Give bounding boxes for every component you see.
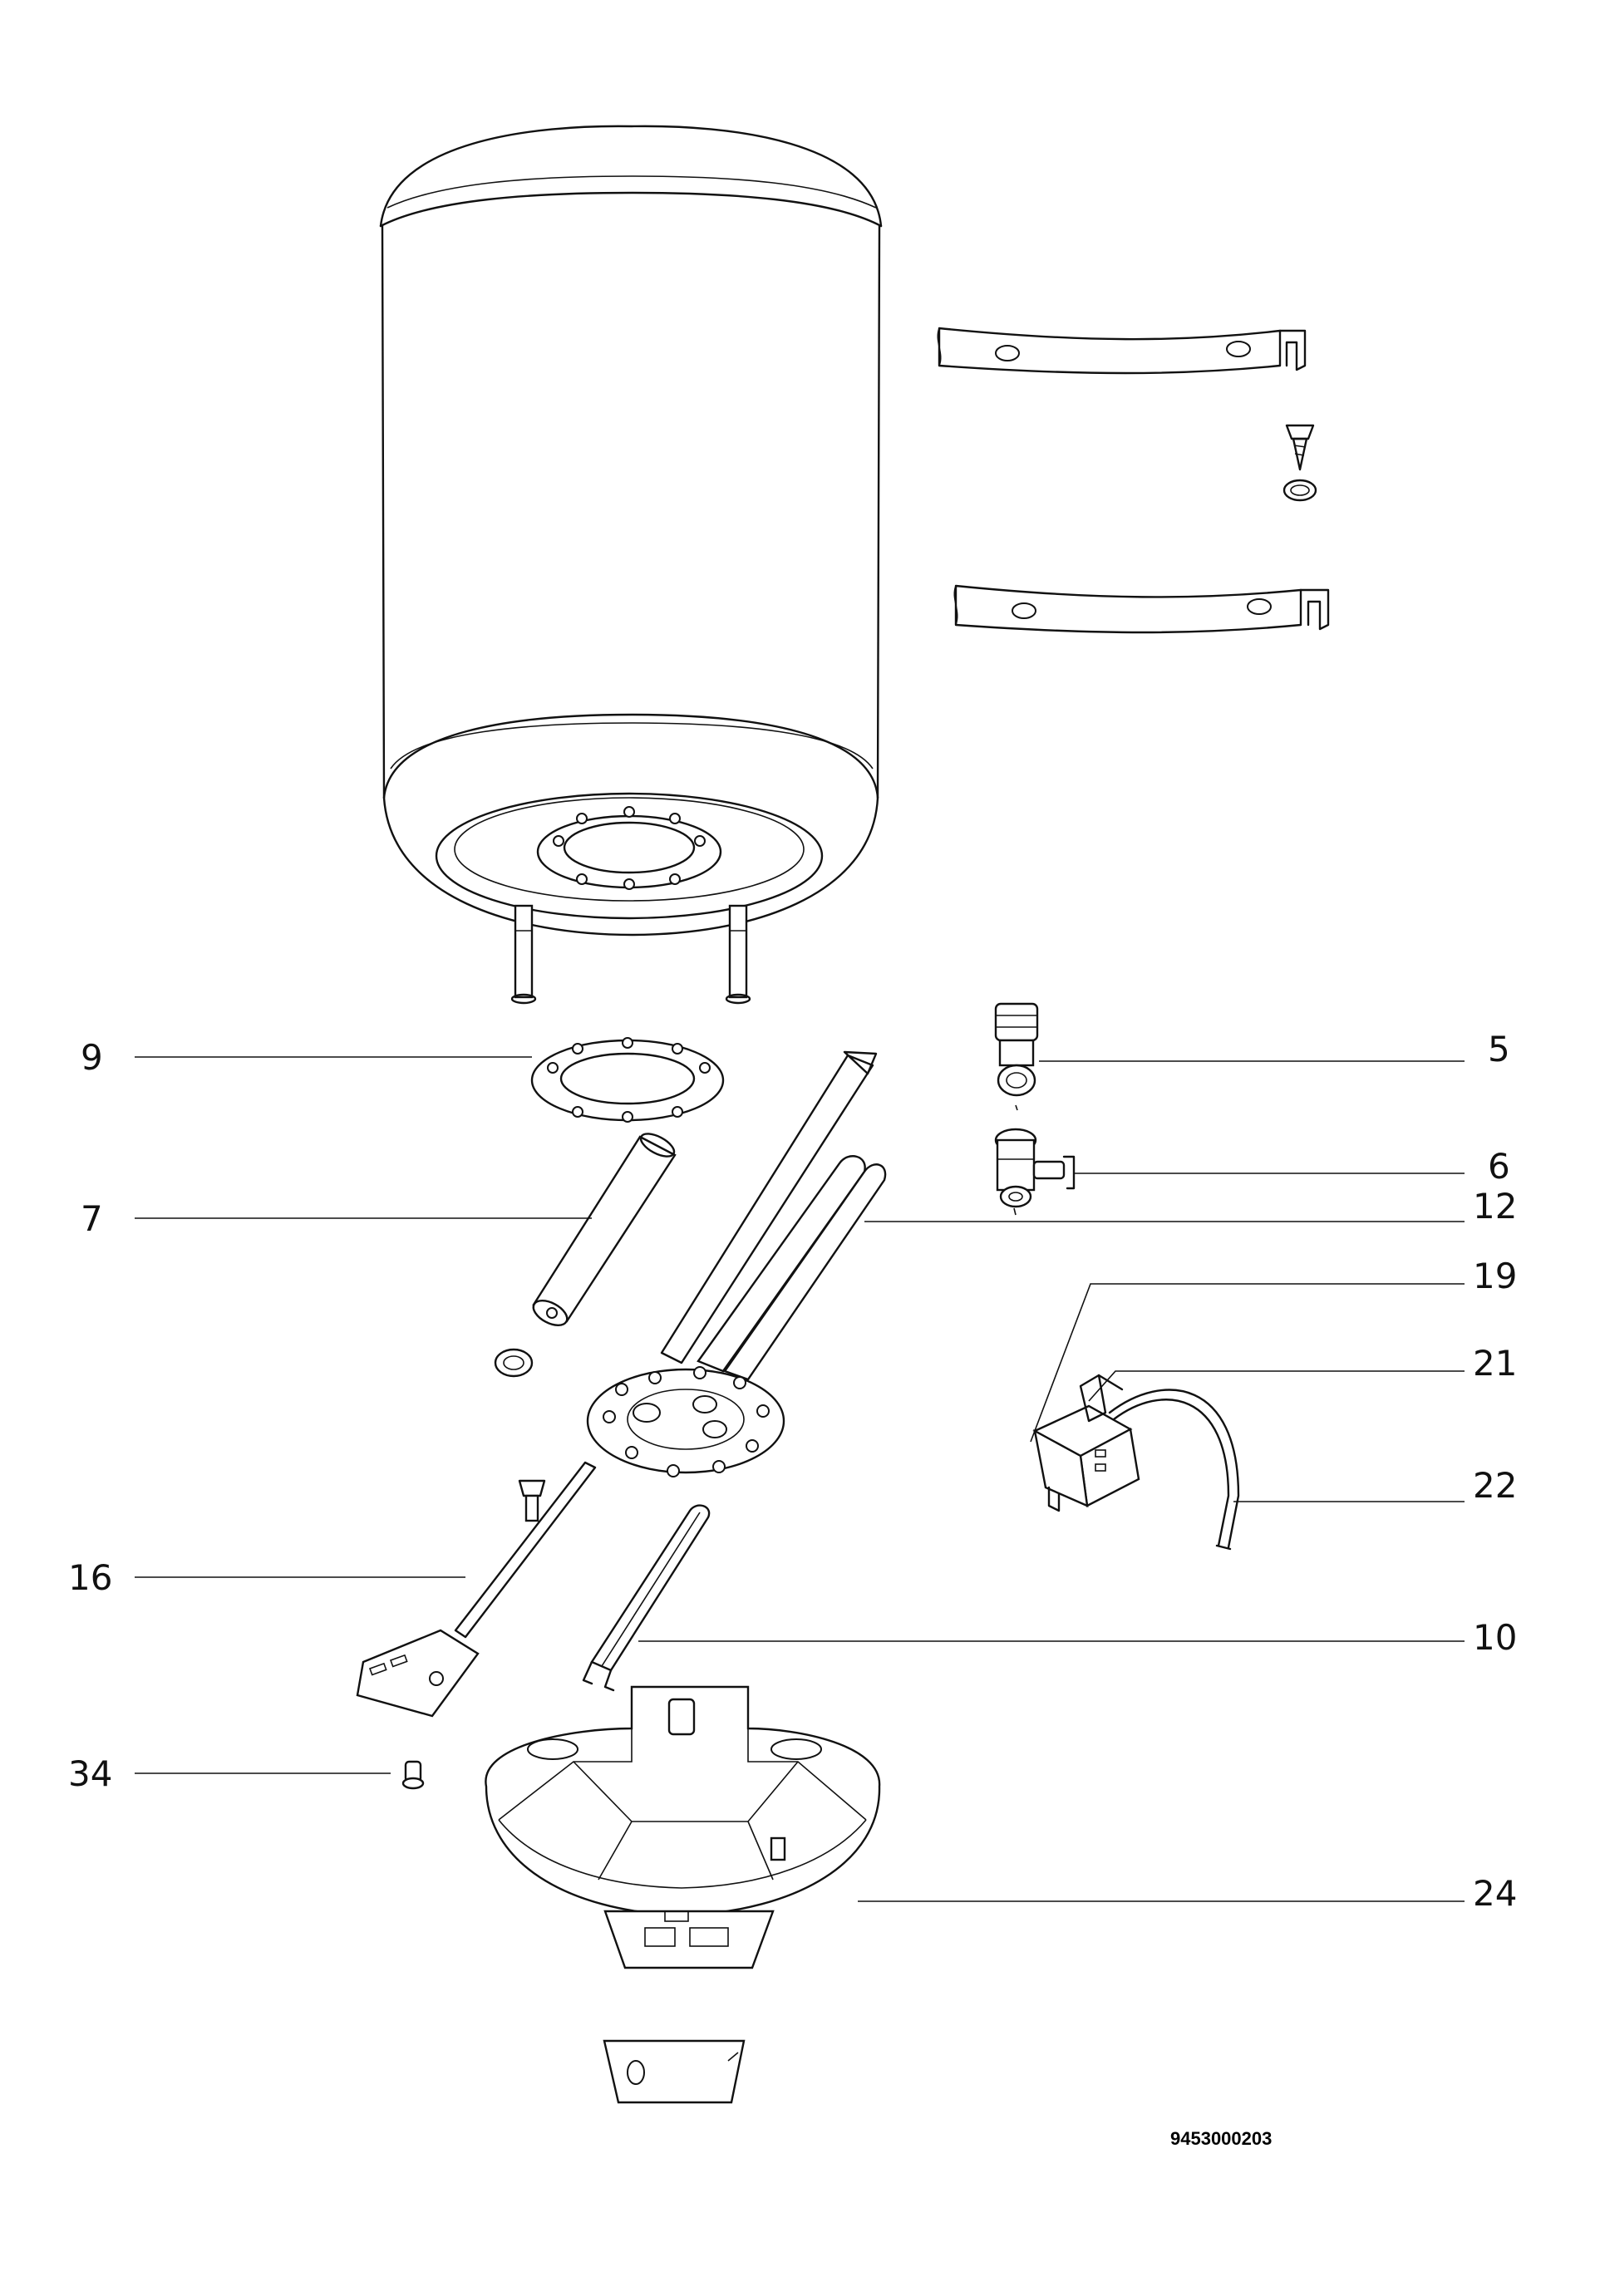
callout-6: 6 [1488, 1146, 1510, 1187]
screw [1285, 424, 1315, 471]
leader-lines [135, 1056, 1465, 1902]
callout-10: 10 [1473, 1617, 1517, 1658]
callout-22: 22 [1473, 1465, 1517, 1506]
callout-5: 5 [1488, 1029, 1510, 1069]
valve-6 [994, 1128, 1076, 1216]
callout-7: 7 [81, 1198, 103, 1239]
wall-bracket-upper [937, 327, 1307, 375]
nut [494, 1348, 534, 1378]
heating-rod-10 [582, 1504, 711, 1692]
callout-21: 21 [1473, 1343, 1517, 1384]
pin-34 [401, 1760, 425, 1790]
wall-bracket-lower [953, 584, 1330, 634]
heating-element-12 [586, 1050, 887, 1477]
callout-12: 12 [1473, 1186, 1517, 1227]
callout-19: 19 [1473, 1256, 1517, 1296]
thermostat-plate-16 [356, 1461, 597, 1718]
thermostat-19 [1032, 1404, 1140, 1512]
drawing-number: 9453000203 [1170, 2128, 1272, 2149]
cover-cap-plate [603, 2039, 746, 2104]
bottom-cover-24 [485, 1685, 881, 1969]
sensor-probe-22 [1108, 1389, 1240, 1551]
callout-16: 16 [68, 1557, 112, 1598]
callout-9: 9 [81, 1037, 103, 1078]
tank-body [379, 125, 883, 1005]
washer [1282, 479, 1317, 502]
anode-rod-7 [532, 1133, 677, 1326]
thermostat-clip-21 [1079, 1374, 1124, 1423]
callout-24: 24 [1473, 1873, 1517, 1914]
gasket-9 [530, 1037, 725, 1123]
callout-34: 34 [68, 1753, 112, 1794]
connector-5 [994, 1002, 1039, 1111]
callout-labels: 9 7 16 34 5 6 12 19 21 22 10 24 [68, 1029, 1517, 1914]
